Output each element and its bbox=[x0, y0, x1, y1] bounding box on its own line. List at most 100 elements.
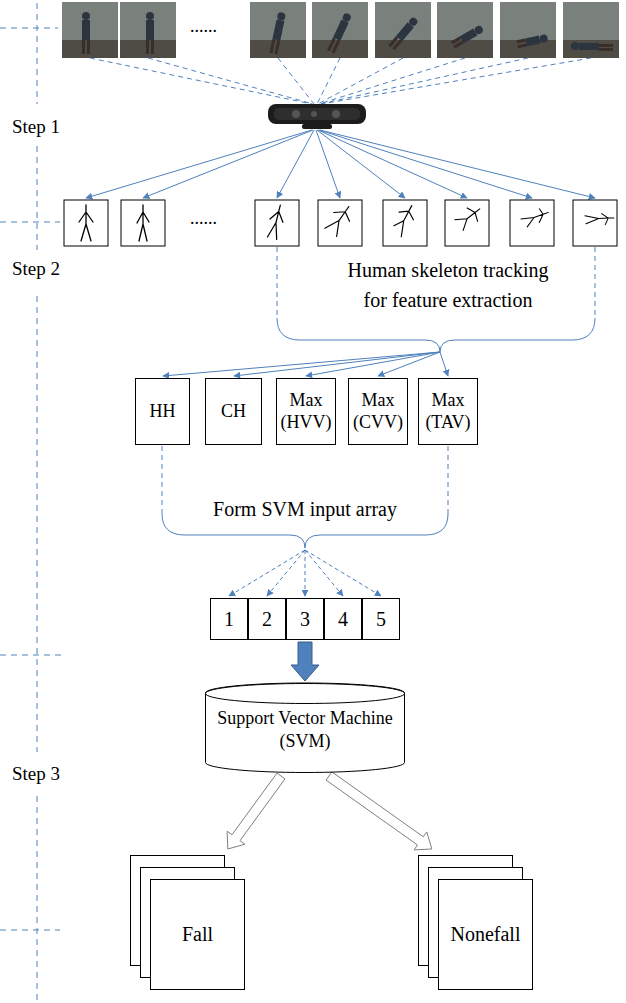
sensor-to-skeleton-arrow-part bbox=[316, 130, 340, 198]
video-frame-part-part-part bbox=[392, 39, 402, 50]
video-frame-part bbox=[312, 2, 368, 58]
step-label: Step 1 bbox=[12, 116, 60, 139]
skeleton-frame-part-part-part bbox=[323, 201, 356, 237]
step-divider-part bbox=[0, 28, 58, 29]
video-frame-part-part-part bbox=[525, 36, 540, 47]
feature-arrow-part bbox=[234, 352, 440, 376]
video-frame-part-part bbox=[451, 25, 484, 49]
video-frame-part-part bbox=[120, 2, 176, 58]
skeleton-frame-part bbox=[64, 200, 108, 246]
video-frame-part-part bbox=[62, 2, 118, 58]
feature-arrow-part bbox=[440, 352, 448, 376]
skeleton-frame-part-part-part bbox=[520, 206, 551, 228]
annotation-label: Human skeleton tracking for feature extr… bbox=[338, 255, 558, 315]
skeleton-frame-part-part bbox=[510, 200, 554, 246]
array-cell: 3 bbox=[286, 598, 324, 640]
feature-arrow-part bbox=[163, 352, 440, 376]
step-label: Step 2 bbox=[12, 258, 60, 281]
feature-box: Max (HVV) bbox=[276, 378, 336, 445]
skeleton-frame-part-part-part bbox=[266, 203, 287, 239]
sensor-to-skeleton-arrow bbox=[86, 130, 595, 198]
page-stack bbox=[418, 855, 533, 990]
node-text: 4 bbox=[338, 607, 348, 631]
video-frame-part bbox=[500, 2, 556, 58]
video-frame-part-part-part bbox=[277, 12, 286, 21]
cylinder-top bbox=[206, 684, 405, 704]
sensor-to-skeleton-arrow-part bbox=[320, 130, 595, 198]
node-text: Nonefall bbox=[451, 923, 521, 946]
input-array-arrow-part bbox=[229, 550, 305, 596]
video-frame-part-part bbox=[250, 40, 306, 58]
video-frame-part-part bbox=[312, 40, 368, 58]
feature-box: CH bbox=[205, 378, 262, 445]
frame-to-sensor-line-part bbox=[278, 58, 314, 104]
video-frame-part-part bbox=[151, 40, 154, 54]
grouping-brace-part bbox=[448, 446, 449, 514]
video-frame-part-part-part bbox=[272, 19, 284, 40]
skeleton-frame-part bbox=[573, 200, 617, 246]
video-frame-part bbox=[62, 2, 118, 58]
frame-to-sensor-line-part bbox=[148, 58, 313, 104]
feature-box: HH bbox=[135, 378, 190, 445]
video-frame-part-part bbox=[563, 40, 619, 58]
video-frame-part-part-part bbox=[453, 41, 463, 49]
video-frame-part-part-part bbox=[332, 40, 341, 54]
skeleton-frame-part bbox=[510, 200, 554, 246]
array-cell: 4 bbox=[324, 598, 362, 640]
node-text: Max (CVV) bbox=[352, 390, 404, 433]
video-frame-part-part-part bbox=[517, 43, 526, 48]
video-frame-part-part bbox=[579, 43, 599, 50]
frame-to-sensor-line-part bbox=[320, 58, 528, 104]
video-frame-part-part bbox=[82, 40, 85, 54]
kinect-sensor-part bbox=[302, 124, 332, 129]
video-frame-part-part bbox=[82, 20, 90, 40]
page bbox=[439, 880, 533, 990]
video-frame-part bbox=[437, 2, 493, 58]
grouping-brace-part bbox=[277, 247, 278, 318]
video-frame-part-part bbox=[516, 34, 548, 48]
sensor-to-skeleton-arrow-part bbox=[143, 130, 313, 198]
skeleton-frame-part-part bbox=[323, 201, 356, 237]
video-frame-part-part bbox=[62, 40, 118, 58]
node-text: HH bbox=[150, 401, 176, 423]
step-label: Step 3 bbox=[12, 763, 60, 786]
step-divider-part bbox=[37, 796, 38, 1000]
frame-to-sensor-line-part bbox=[318, 58, 403, 104]
video-frame-part-part-part bbox=[274, 40, 280, 54]
feature-arrow-part bbox=[306, 352, 440, 376]
annotation-label: Form SVM input array bbox=[200, 497, 410, 521]
step-divider-part bbox=[37, 3, 38, 104]
video-frame-part bbox=[375, 2, 431, 58]
hollow-arrow bbox=[227, 773, 285, 849]
grouping-brace bbox=[162, 247, 595, 548]
classifier-cylinder: Support Vector Machine (SVM) bbox=[205, 683, 405, 773]
video-frame-part-part bbox=[270, 12, 287, 55]
input-array-arrow-part bbox=[305, 550, 306, 596]
frame-to-sensor-line-part bbox=[319, 58, 465, 104]
step-divider-part bbox=[0, 222, 60, 223]
result-stack: Fall bbox=[130, 855, 245, 990]
kinect-sensor-part bbox=[311, 111, 317, 117]
video-frame-part-part-part bbox=[396, 22, 414, 41]
kinect-sensor-part bbox=[332, 110, 340, 118]
hollow-arrow bbox=[326, 772, 432, 850]
skeleton-frame-part-part bbox=[383, 200, 427, 246]
frame-to-sensor-line-part bbox=[317, 58, 340, 104]
video-frame-part-part bbox=[82, 12, 90, 20]
node-text: Max (TAV) bbox=[422, 390, 474, 433]
skeleton-frame-part-part bbox=[266, 203, 287, 239]
grouping-brace-part bbox=[277, 318, 595, 352]
skeleton-frame-part-part-part bbox=[389, 202, 419, 238]
video-frame-part-part-part bbox=[270, 39, 276, 53]
node-text: Max (HVV) bbox=[280, 390, 332, 433]
ellipsis-label: ...... bbox=[190, 208, 217, 230]
step-divider bbox=[0, 3, 65, 1000]
frame-to-sensor-line-part bbox=[90, 58, 312, 104]
skeleton-frame-part-part-part bbox=[454, 202, 485, 232]
video-frame-part-part bbox=[327, 12, 352, 53]
step-divider-part bbox=[0, 930, 60, 931]
step-divider-part bbox=[37, 296, 38, 752]
block-arrow bbox=[291, 642, 319, 681]
skeleton-frame-part bbox=[121, 200, 165, 246]
ellipsis-label: ...... bbox=[190, 16, 217, 38]
